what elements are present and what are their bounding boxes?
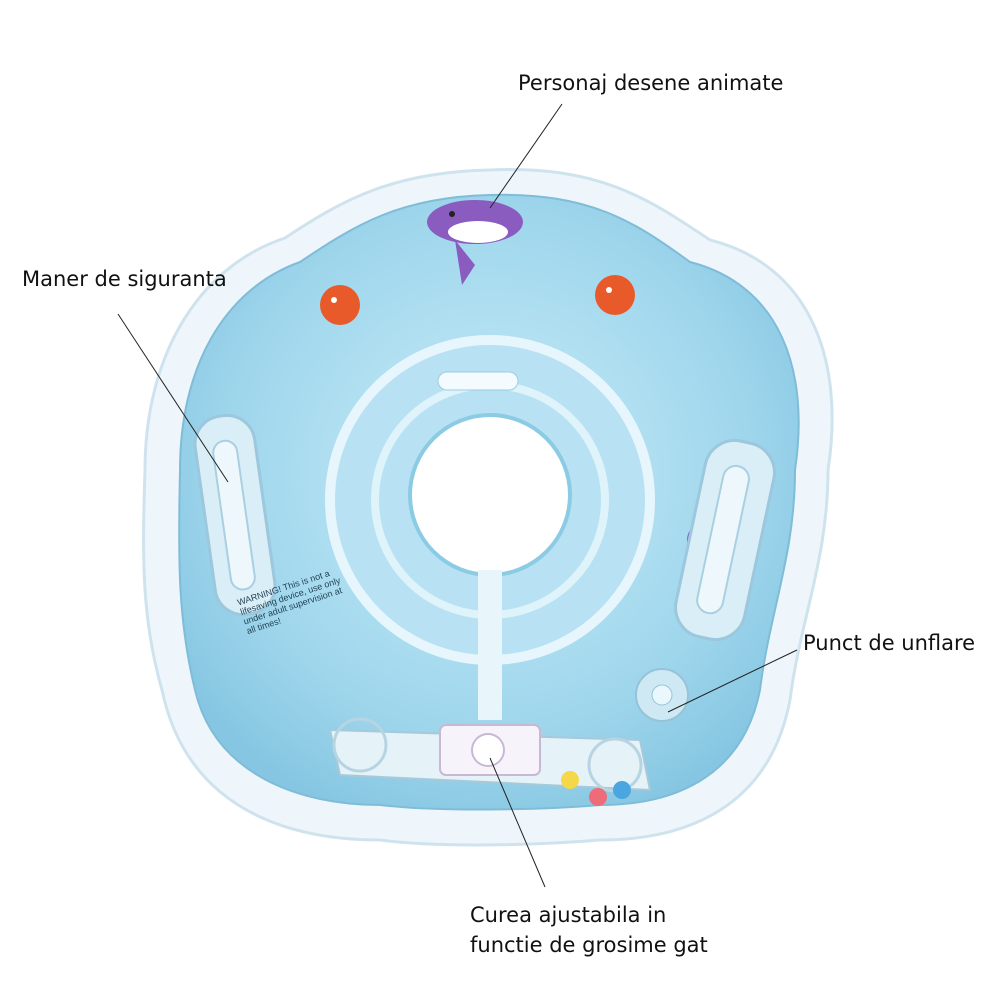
callout-handle: Maner de siguranta <box>22 267 227 291</box>
safety-handle-left <box>193 413 277 617</box>
crab-right <box>595 275 635 315</box>
adjustable-strap <box>328 717 652 806</box>
callout-strap-line1: Curea ajustabila in <box>470 903 667 927</box>
neck-gap <box>478 570 502 720</box>
callout-inflation-point: Punct de unflare <box>803 631 976 655</box>
dolphin-character <box>427 200 523 285</box>
air-holes <box>437 371 519 391</box>
leader-line-character <box>489 103 563 209</box>
crab-left <box>320 285 360 325</box>
leader-line-valve <box>667 649 798 713</box>
inflation-valve <box>635 668 689 722</box>
callout-strap-line2: functie de grosime gat <box>470 933 708 957</box>
neck-hole <box>408 413 572 577</box>
leader-line-handle <box>117 313 229 483</box>
leader-line-strap <box>489 757 546 888</box>
safety-handle-right <box>674 438 776 642</box>
callout-character: Personaj desene animate <box>518 71 784 95</box>
